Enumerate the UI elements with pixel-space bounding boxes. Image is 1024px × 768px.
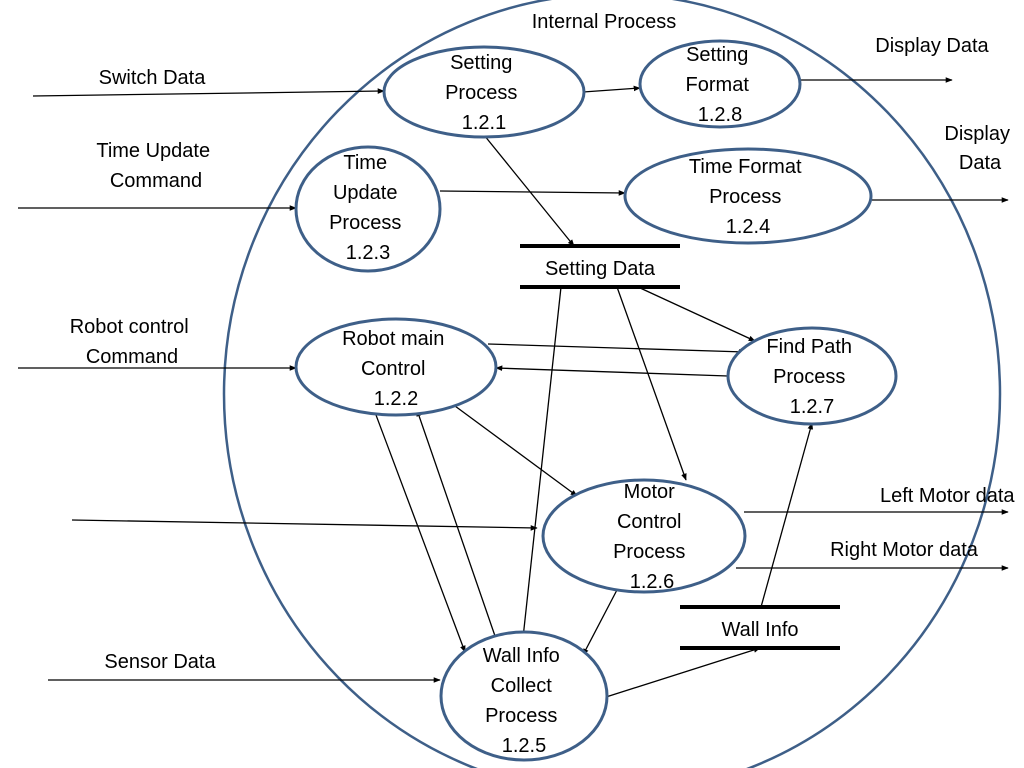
flow-wallcollect-to-wallinfo [605, 647, 761, 698]
process-motor-control: Motor Control Process 1.2.6 [541, 478, 747, 594]
store-setting-data: Setting Data [520, 244, 680, 289]
label-display-data-2: Display Data [944, 123, 1015, 174]
flow-timeupdate-to-timeformat [439, 190, 626, 196]
flow-store-to-motor [616, 286, 687, 481]
process-setting: Setting Process 1.2.1 [382, 45, 586, 139]
flow-setting-to-store [483, 134, 575, 247]
flow-unlabeled-input [71, 519, 538, 531]
process-robot-main: Robot main Control 1.2.2 [294, 317, 498, 417]
label-time-update-command: Time Update Command [96, 140, 215, 192]
process-setting-format: Setting Format 1.2.8 [638, 39, 802, 129]
store-wall-info: Wall Info [680, 605, 840, 650]
process-label: Motor Control Process 1.2.6 [613, 481, 691, 593]
flow-robot-to-wallcollect [375, 414, 466, 653]
label-switch-data: Switch Data [99, 67, 207, 89]
process-time-format: Time Format Process 1.2.4 [623, 147, 873, 245]
store-setting-data-label: Setting Data [545, 258, 656, 280]
process-label: Find Path Process 1.2.7 [766, 336, 857, 418]
flow-findpath-to-robot [495, 365, 729, 377]
flow-arrows [18, 77, 1009, 698]
flow-robot-to-motor [454, 405, 578, 497]
process-label: Time Format Process 1.2.4 [689, 156, 807, 238]
process-label: Time Update Process 1.2.3 [329, 152, 407, 264]
flow-setting-to-format [582, 85, 641, 93]
label-sensor-data: Sensor Data [104, 651, 216, 673]
process-label: Robot main Control 1.2.2 [342, 328, 450, 410]
flow-store-to-wallcollect [520, 286, 562, 639]
label-display-data-1: Display Data [875, 35, 989, 57]
process-label: Setting Format 1.2.8 [686, 44, 755, 126]
flow-store-to-findpath [637, 286, 756, 342]
label-left-motor-data: Left Motor data [880, 485, 1015, 507]
flow-switch-data [32, 88, 385, 97]
flow-robot-to-findpath [487, 343, 746, 355]
process-label: Setting Process 1.2.1 [445, 52, 523, 134]
process-label: Wall Info Collect Process 1.2.5 [483, 645, 566, 757]
label-robot-control-command: Robot control Command [70, 316, 195, 368]
internal-process-boundary [222, 0, 1002, 768]
label-right-motor-data: Right Motor data [830, 539, 979, 561]
flow-wallcollect-to-robot [416, 409, 496, 637]
boundary-title: Internal Process [532, 11, 677, 33]
flow-motor-to-wallcollect [582, 587, 619, 656]
process-find-path: Find Path Process 1.2.7 [726, 326, 898, 426]
process-wall-info-collect: Wall Info Collect Process 1.2.5 [439, 630, 609, 762]
process-time-update: Time Update Process 1.2.3 [294, 145, 442, 273]
store-wall-info-label: Wall Info [721, 619, 798, 641]
flow-wallinfo-to-findpath [760, 422, 814, 608]
